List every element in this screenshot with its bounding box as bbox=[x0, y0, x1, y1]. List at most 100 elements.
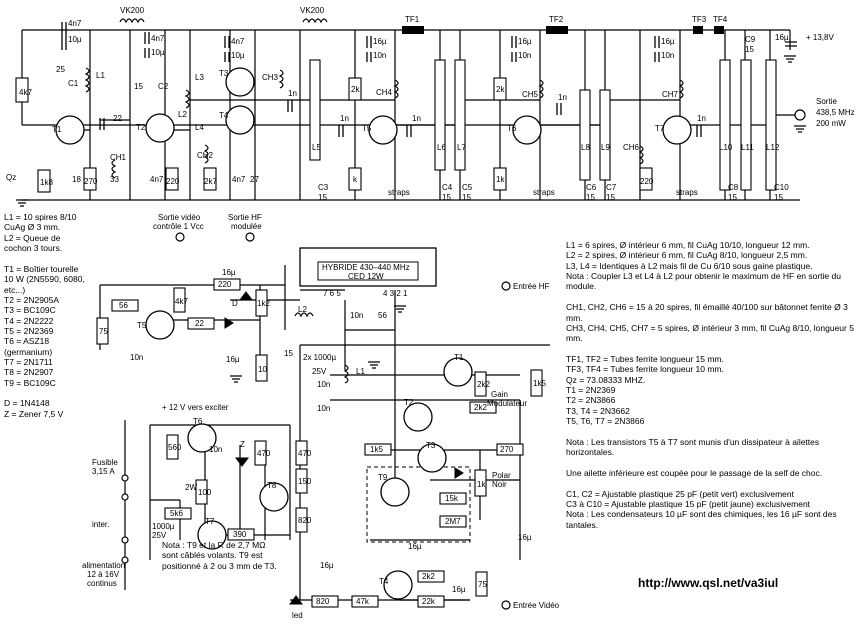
transistor-t1-bottom bbox=[443, 357, 473, 387]
label-power-voltage: 12 à 16V bbox=[87, 570, 120, 579]
ferrite-tf3 bbox=[693, 26, 703, 34]
label-r270a: 270 bbox=[84, 177, 98, 186]
label-c16u-e: 16µ bbox=[222, 268, 236, 277]
label-c-10n-b: 10n bbox=[518, 51, 531, 60]
label-hf-out: Sortie HF bbox=[228, 213, 262, 222]
bottom-transistors bbox=[145, 310, 473, 600]
label-supply: + 13,8V bbox=[806, 33, 834, 42]
label-l2: L2 bbox=[178, 110, 187, 119]
label-c6: C6 bbox=[586, 183, 597, 192]
label-r1k2: 1k2 bbox=[257, 299, 270, 308]
transistor-t5-bottom bbox=[145, 310, 175, 340]
label-r1k-bottom: 1k bbox=[477, 480, 486, 489]
label-c8: C8 bbox=[728, 183, 739, 192]
t9-dashed-box bbox=[366, 466, 471, 543]
label-tf1: TF1 bbox=[405, 15, 420, 24]
label-c10: C10 bbox=[774, 183, 789, 192]
label-l5: L5 bbox=[312, 143, 321, 152]
label-c2-value: 15 bbox=[134, 82, 143, 91]
label-c4-value: 15 bbox=[442, 193, 451, 202]
label-ch6: CH6 bbox=[623, 143, 640, 152]
transistor-t2-bottom bbox=[403, 402, 433, 432]
source-url: http://www.qsl.net/va3iul bbox=[638, 576, 779, 590]
label-c16u-j: 16µ bbox=[452, 585, 466, 594]
transistor-t7-bottom bbox=[197, 520, 227, 550]
label-c56: 56 bbox=[378, 311, 387, 320]
label-c3: C3 bbox=[318, 183, 329, 192]
label-c15: 15 bbox=[284, 349, 293, 358]
label-r1k5a: 1k5 bbox=[533, 379, 546, 388]
label-power-dc: continus bbox=[87, 579, 117, 588]
transistor-t6-top bbox=[512, 115, 542, 145]
zener-diode bbox=[235, 457, 249, 467]
label-fuse-rating: 3,15 A bbox=[92, 467, 115, 476]
label-video-in: Entrée Vidéo bbox=[513, 601, 560, 610]
label-r1k: 1k bbox=[496, 175, 505, 184]
label-r5k6: 5k6 bbox=[170, 509, 183, 518]
label-c5-value: 15 bbox=[462, 193, 471, 202]
label-r22: 22 bbox=[195, 319, 204, 328]
label-hybrid: HYBRIDE 430–440 MHz bbox=[322, 263, 410, 272]
label-r15k: 15k bbox=[445, 494, 459, 503]
label-l4: L4 bbox=[195, 123, 204, 132]
label-r22k: 22k bbox=[422, 597, 436, 606]
label-c9-value: 15 bbox=[745, 45, 754, 54]
hf-in-connector bbox=[501, 281, 511, 291]
transistor-t3-bottom bbox=[417, 443, 447, 473]
label-c-16u-c: 16µ bbox=[661, 37, 675, 46]
top-resistors bbox=[15, 59, 777, 193]
label-c1: C1 bbox=[68, 79, 79, 88]
label-c-16u-b: 16µ bbox=[518, 37, 532, 46]
label-r220a: 220 bbox=[166, 177, 180, 186]
label-hybrid-pins-left: 7 6 5 bbox=[323, 289, 341, 298]
label-t7: T7 bbox=[655, 124, 665, 133]
label-r2k2a: 2k2 bbox=[477, 380, 490, 389]
ferrite-tf2 bbox=[546, 26, 568, 34]
label-c-4n7-c: 4n7 bbox=[231, 37, 245, 46]
bottom-resistors bbox=[96, 278, 543, 608]
label-output-power: 200 mW bbox=[816, 119, 846, 128]
label-c10n-f: 10n bbox=[317, 380, 330, 389]
label-t5b: T5 bbox=[137, 321, 147, 330]
video-out-connector bbox=[175, 232, 185, 242]
output-connector bbox=[794, 109, 806, 121]
label-t7b: T7 bbox=[205, 517, 215, 526]
label-c1n-a: 1n bbox=[288, 89, 297, 98]
label-l1: L1 bbox=[96, 71, 105, 80]
label-c16u-g: 16µ bbox=[408, 542, 422, 551]
label-vk200-1: VK200 bbox=[120, 6, 145, 15]
label-straps1: straps bbox=[388, 188, 410, 197]
bottom-component-labels: Sortie vidéo contrôle 1 Vcc Sortie HF mo… bbox=[82, 213, 560, 620]
label-r18: 18 bbox=[72, 175, 81, 184]
transistor-t5-top bbox=[368, 115, 398, 145]
label-t6: T6 bbox=[507, 124, 517, 133]
label-r390: 390 bbox=[233, 530, 247, 539]
label-l1b: L1 bbox=[356, 367, 365, 376]
label-rk-a: k bbox=[353, 175, 358, 184]
label-r4k7: 4k7 bbox=[19, 88, 32, 97]
ferrite-tf4 bbox=[714, 26, 724, 34]
label-noir: Noir bbox=[492, 480, 507, 489]
hybrid-label-box bbox=[317, 261, 419, 281]
label-r2m7: 2M7 bbox=[445, 517, 461, 526]
label-r1k8: 1k8 bbox=[40, 178, 53, 187]
ferrite-tf1 bbox=[402, 26, 424, 34]
label-c25v: 25V bbox=[312, 367, 327, 376]
label-c1n-e: 1n bbox=[697, 114, 706, 123]
hf-out-connector bbox=[245, 232, 255, 242]
fuse-contact-top bbox=[121, 474, 129, 482]
label-r470b: 470 bbox=[298, 449, 312, 458]
label-hybrid-pins-right: 4 3 2 1 bbox=[383, 289, 408, 298]
diode-d2 bbox=[224, 317, 234, 329]
label-r1k5b: 1k5 bbox=[370, 445, 383, 454]
note-t9: Nota : T9 et la R de 2,7 MΩ sont câblés … bbox=[162, 540, 277, 571]
label-r100: 100 bbox=[198, 488, 212, 497]
switch-contact-top bbox=[121, 536, 129, 544]
label-r820b: 820 bbox=[316, 597, 330, 606]
ferrite-tubes bbox=[402, 26, 724, 34]
label-c-4n7-b: 4n7 bbox=[151, 34, 165, 43]
label-c4: C4 bbox=[442, 183, 453, 192]
label-t4: T4 bbox=[219, 111, 229, 120]
label-c8-value: 15 bbox=[728, 193, 737, 202]
label-c-16u-a: 16µ bbox=[373, 37, 387, 46]
